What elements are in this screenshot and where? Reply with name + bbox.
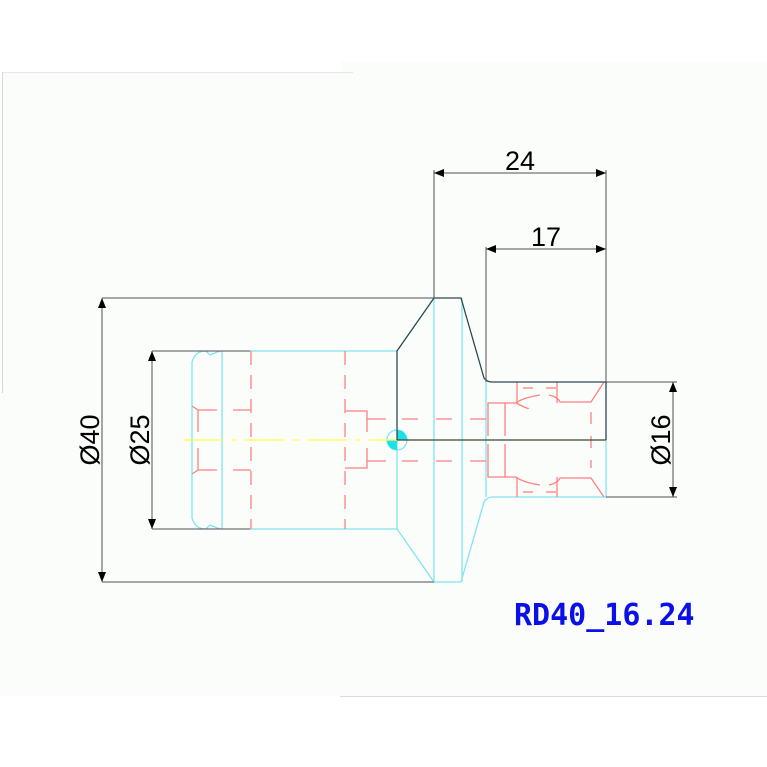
part-label: RD40_16.24	[514, 598, 695, 633]
center-marker	[397, 430, 407, 440]
center-marker	[387, 440, 397, 450]
dimension-arrows	[98, 169, 677, 582]
dim-length-step: 17	[531, 222, 561, 252]
background-panel	[0, 390, 420, 696]
part-outline	[396, 297, 607, 441]
dim-diameter-bore: Ø25	[125, 414, 155, 465]
dim-length-overall: 24	[505, 146, 535, 176]
dim-diameter-outer: Ø40	[75, 414, 105, 465]
hidden-lines	[191, 351, 605, 529]
cyan-geometry	[191, 298, 607, 583]
background-panel	[2, 72, 353, 393]
dimension-lines	[102, 170, 677, 583]
dim-diameter-small: Ø16	[646, 414, 676, 465]
